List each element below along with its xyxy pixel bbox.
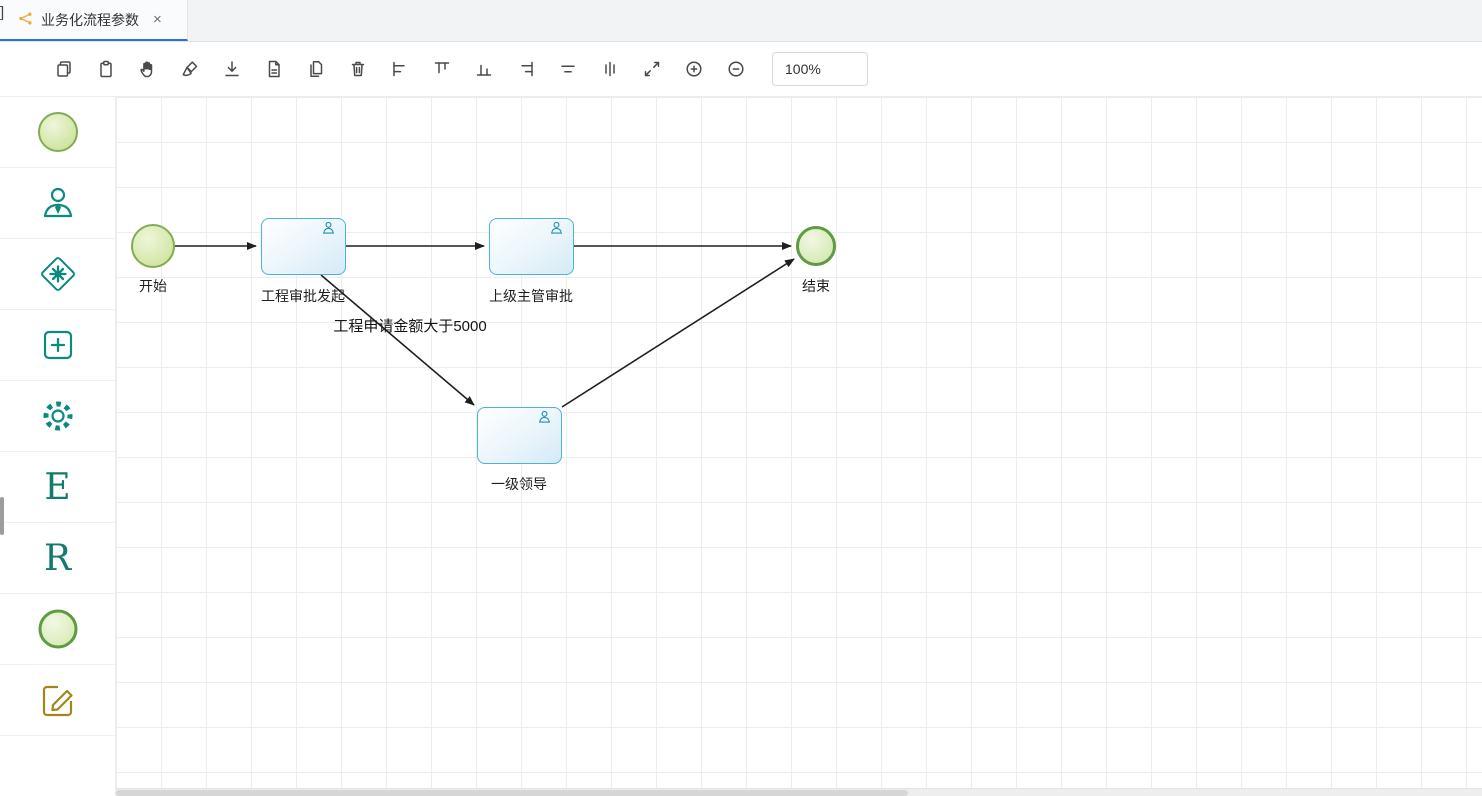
tab-title: 业务化流程参数 [41,11,139,28]
connections-layer [175,242,795,408]
tab-bar: ] 业务化流程参数 × [0,0,1482,42]
align-top-icon[interactable] [428,55,456,83]
gear-icon [43,401,72,431]
user-task-badge-icon [550,221,563,239]
align-center-horizontal-icon[interactable] [554,55,582,83]
condition-edge-label: 工程申请金额大于5000 [333,318,487,335]
clipped-panel-artifact: ] [0,4,5,21]
palette-r-element[interactable]: R [0,523,115,594]
palette-end-event[interactable] [0,594,115,665]
start-event-icon [37,112,78,152]
user-task-badge-icon [322,221,335,239]
user-task-icon [43,187,72,218]
node-label-start: 开始 [139,278,167,294]
duplicate-file-icon[interactable] [302,55,330,83]
start-event-node[interactable] [131,224,175,268]
tab-close-icon[interactable]: × [153,11,162,28]
letter-e-icon: E [44,466,71,508]
palette-e-element[interactable]: E [0,452,115,523]
align-right-icon[interactable] [512,55,540,83]
clear-brush-icon[interactable] [176,55,204,83]
sequence-flow[interactable] [561,258,795,408]
diagram-canvas[interactable]: 开始 工程审批发起 上级主管审批 一级领导 结束 工程申请 [116,97,1482,796]
main-area: E R [0,97,1482,796]
delete-icon[interactable] [344,55,372,83]
end-event-icon [38,609,77,649]
node-label-end: 结束 [802,278,830,294]
align-left-icon[interactable] [386,55,414,83]
vertical-scrollbar-thumb[interactable] [0,497,4,535]
palette-service-task[interactable] [0,381,115,452]
palette-subprocess[interactable] [0,310,115,381]
horizontal-scrollbar[interactable] [116,788,1482,796]
edit-pencil-icon [42,685,73,717]
distribute-vertical-icon[interactable] [596,55,624,83]
palette-user-task[interactable] [0,168,115,239]
sequence-flow-conditional[interactable] [320,274,475,406]
zoom-out-icon[interactable] [722,55,750,83]
download-icon[interactable] [218,55,246,83]
horizontal-scrollbar-thumb[interactable] [116,790,909,796]
letter-r-icon: R [43,537,72,579]
flow-icon [18,11,33,29]
node-label-leader: 一级领导 [491,476,547,492]
align-bottom-icon[interactable] [470,55,498,83]
element-palette: E R [0,97,116,796]
node-label-initiate: 工程审批发起 [261,288,345,304]
hand-pan-icon[interactable] [134,55,162,83]
user-task-node-initiate[interactable] [261,218,346,275]
palette-edit-task[interactable] [0,665,115,736]
copy-icon[interactable] [50,55,78,83]
subprocess-icon [43,330,72,360]
node-label-supervisor: 上级主管审批 [489,288,573,304]
user-task-node-leader[interactable] [477,407,562,464]
toolbar [0,42,1482,97]
gateway-icon [40,257,75,291]
zoom-level-input[interactable] [772,52,868,86]
palette-start-event[interactable] [0,97,115,168]
user-task-badge-icon [538,410,551,428]
fit-screen-icon[interactable] [638,55,666,83]
clipboard-icon[interactable] [92,55,120,83]
file-icon[interactable] [260,55,288,83]
tab-process-params[interactable]: 业务化流程参数 × [0,0,188,41]
zoom-in-icon[interactable] [680,55,708,83]
palette-complex-gateway[interactable] [0,239,115,310]
user-task-node-supervisor[interactable] [489,218,574,275]
end-event-node[interactable] [796,226,836,266]
